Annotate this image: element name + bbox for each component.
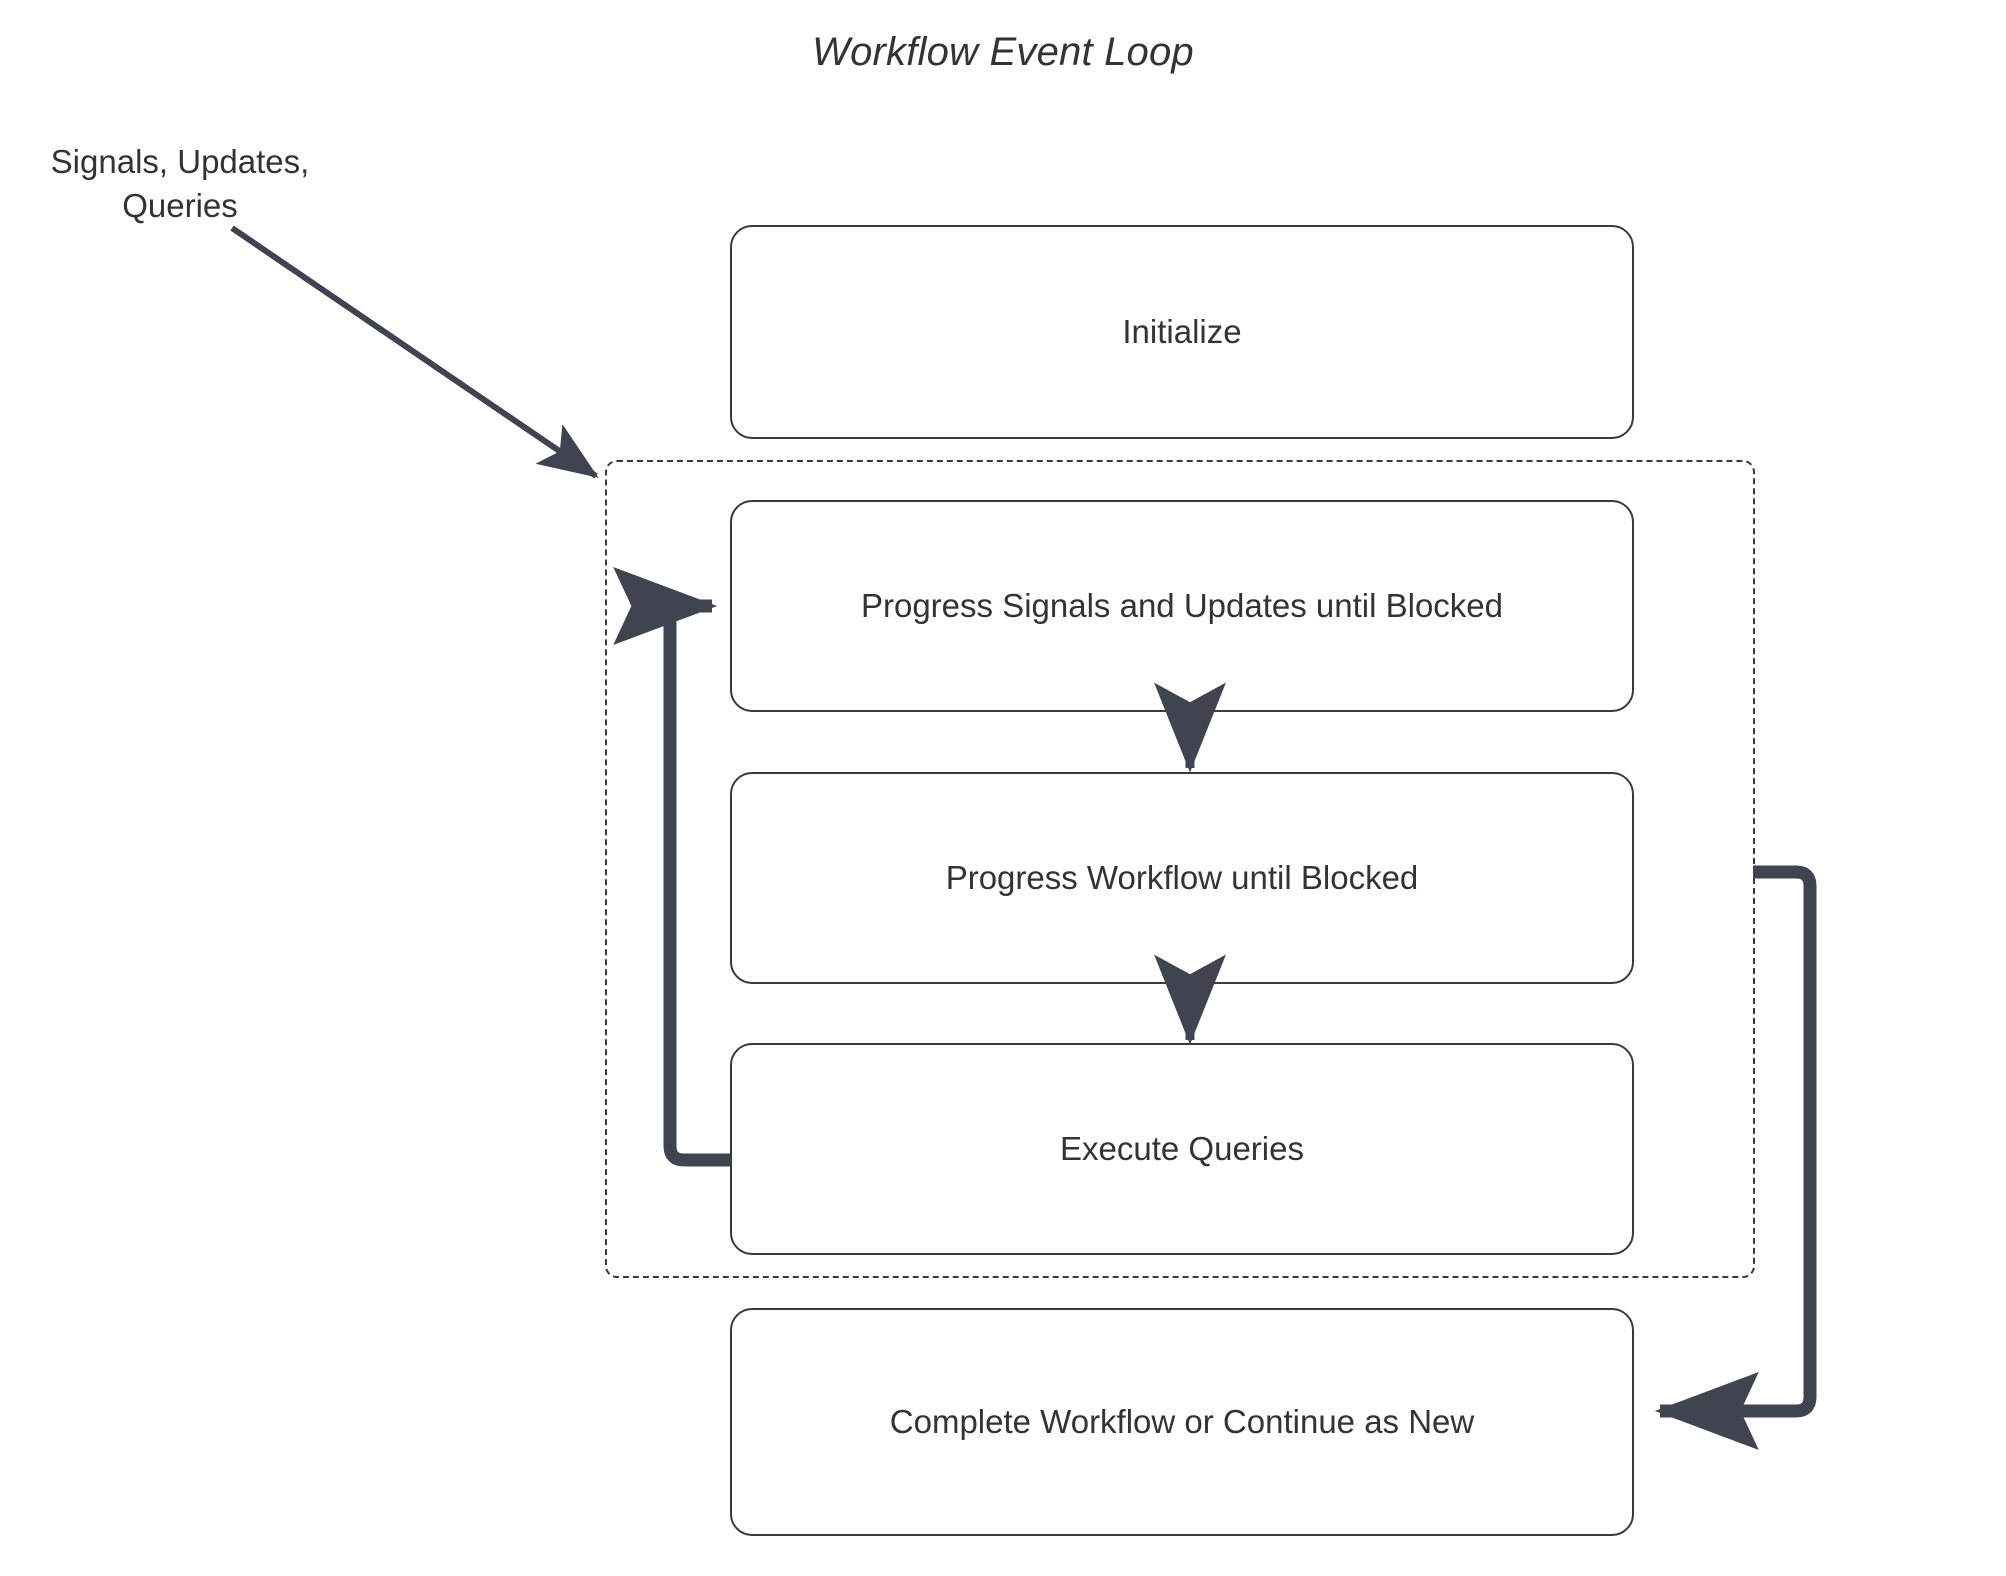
node-progress-workflow[interactable]: Progress Workflow until Blocked xyxy=(730,772,1634,984)
external-input-label: Signals, Updates, Queries xyxy=(50,143,310,224)
node-progress-workflow-label: Progress Workflow until Blocked xyxy=(945,859,1419,896)
node-initialize-label: Initialize xyxy=(1122,313,1242,350)
edge-external-input-arrow xyxy=(230,225,599,479)
node-execute-queries-label: Execute Queries xyxy=(1060,1130,1304,1167)
node-initialize[interactable]: Initialize xyxy=(730,225,1634,439)
node-progress-signals-label: Progress Signals and Updates until Block… xyxy=(860,587,1504,624)
node-complete-workflow[interactable]: Complete Workflow or Continue as New xyxy=(730,1308,1634,1536)
node-execute-queries[interactable]: Execute Queries xyxy=(730,1043,1634,1255)
node-progress-signals-and-updates[interactable]: Progress Signals and Updates until Block… xyxy=(730,500,1634,712)
node-complete-workflow-label: Complete Workflow or Continue as New xyxy=(889,1403,1475,1440)
page-title: Workflow Event Loop xyxy=(812,30,1194,74)
